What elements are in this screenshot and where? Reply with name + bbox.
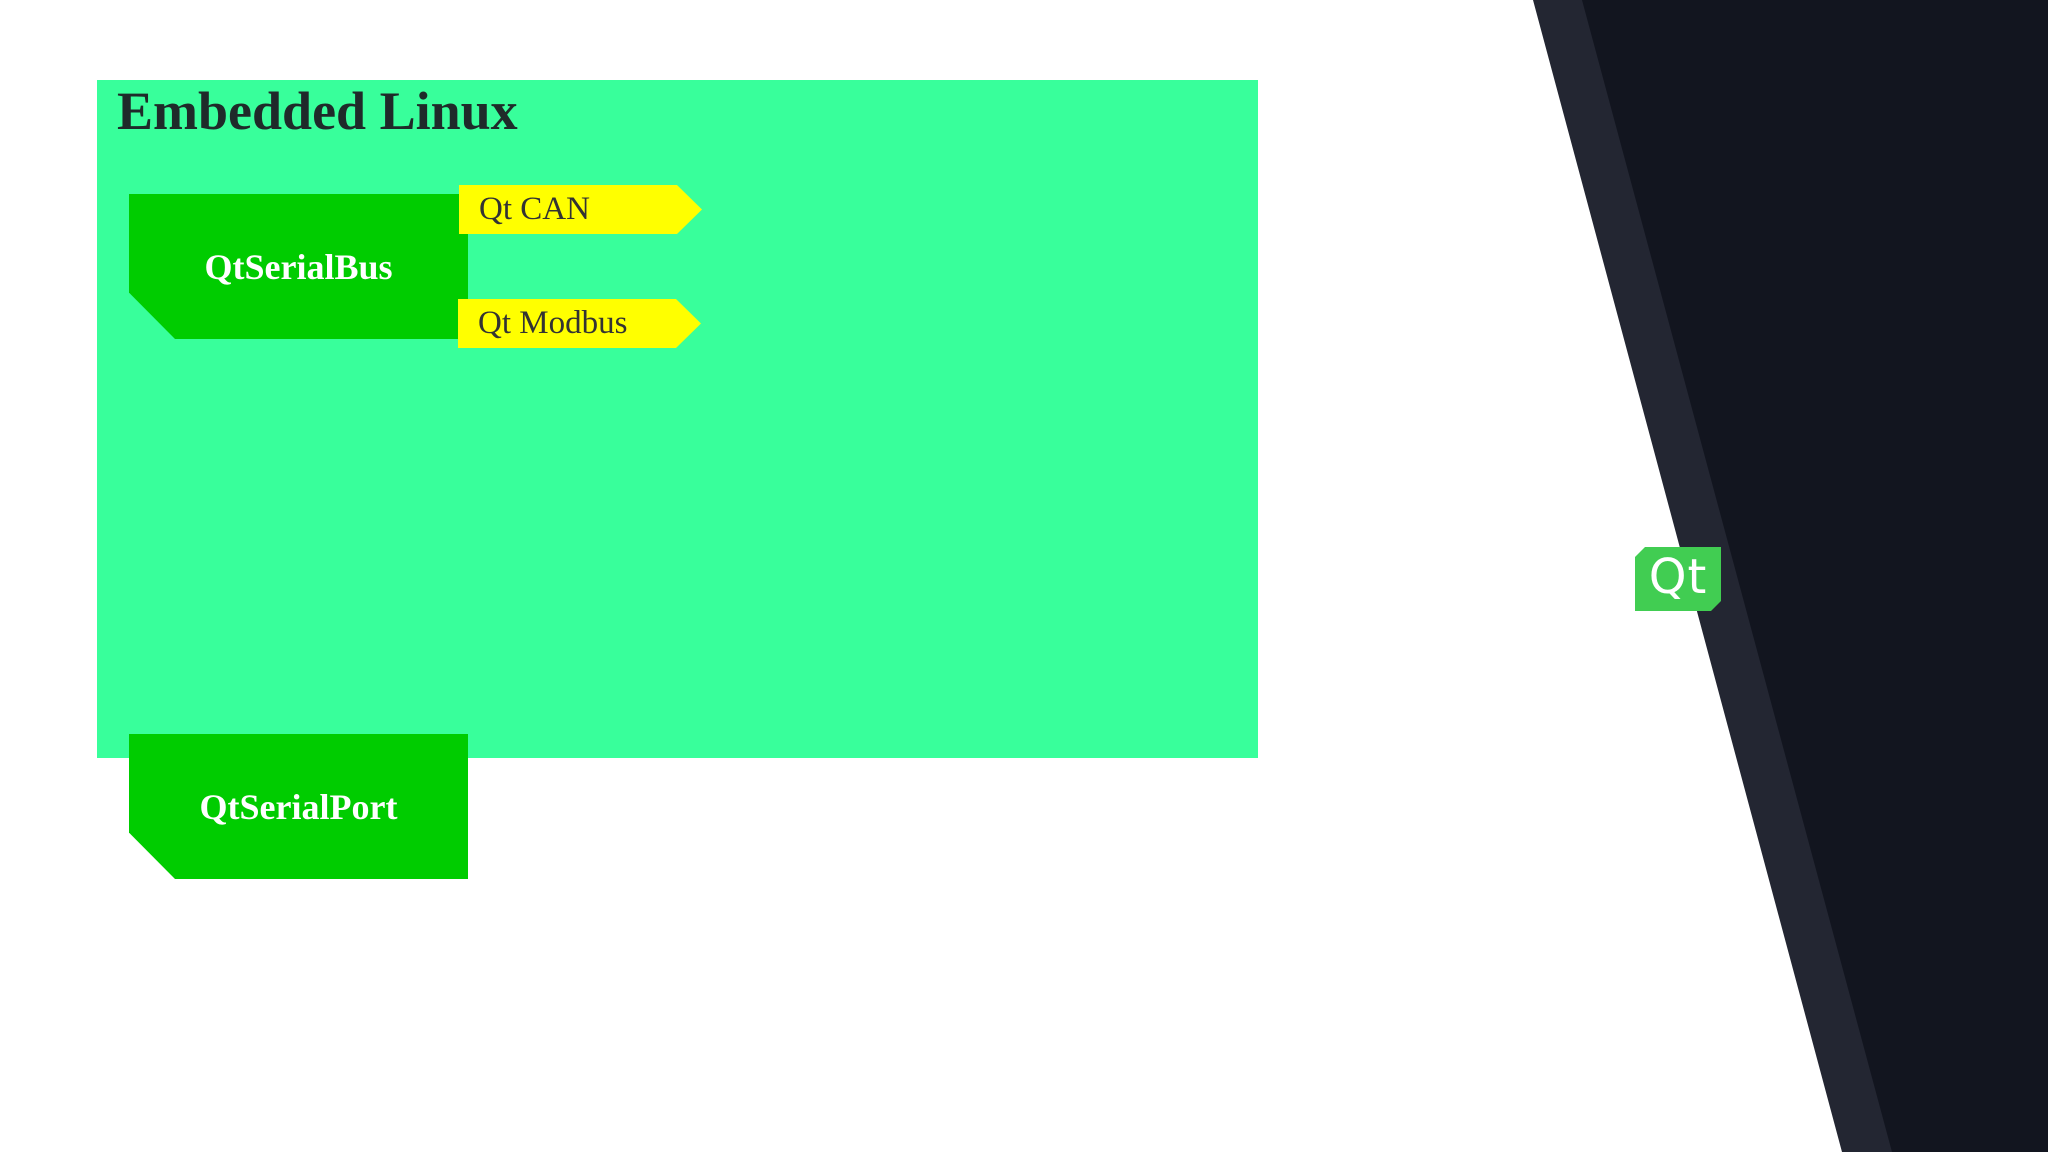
module-qtserialbus: QtSerialBus	[129, 194, 468, 339]
tag-label: Qt Modbus	[478, 305, 628, 341]
region-title: Embedded Linux	[117, 81, 518, 141]
module-label: QtSerialBus	[204, 246, 393, 287]
dark-panel-fill	[1582, 0, 2048, 1152]
embedded-linux-region: Embedded Linux	[97, 80, 1258, 758]
qt-logo-text: Qt	[1648, 549, 1708, 605]
tag-label: Qt CAN	[479, 191, 590, 227]
module-qtserialport: QtSerialPort	[129, 734, 468, 879]
tag-qt-can: Qt CAN	[459, 185, 702, 234]
module-label: QtSerialPort	[199, 786, 398, 827]
qt-logo-icon: Qt	[1635, 547, 1721, 611]
tag-qt-modbus: Qt Modbus	[458, 299, 701, 348]
